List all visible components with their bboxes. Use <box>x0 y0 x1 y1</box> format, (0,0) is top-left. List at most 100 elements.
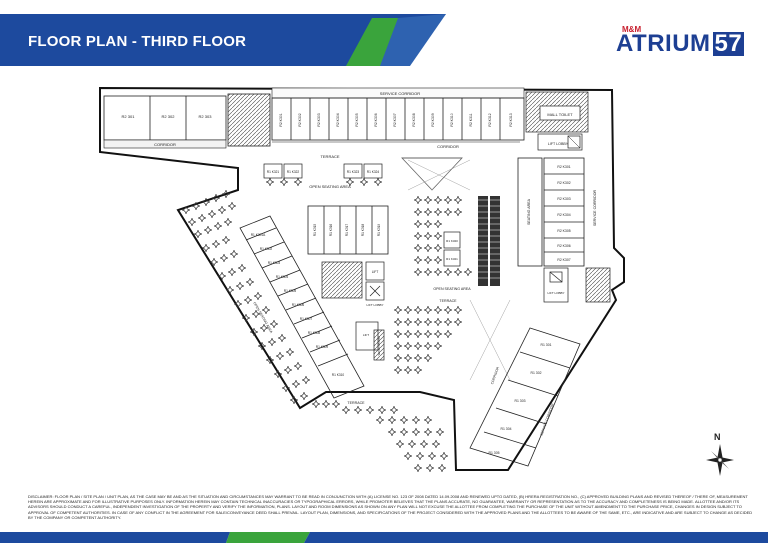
bottom-units <box>469 327 581 467</box>
unit-r1-301: R1 301 <box>541 343 552 347</box>
open-seating-1-label: OPEN SEATING AREA <box>309 184 351 189</box>
unit-r1-k306: R1 K306 <box>292 303 305 307</box>
terrace-kiosk-boxes <box>263 163 383 179</box>
left-core <box>321 261 385 361</box>
kiosk-r1-k324-terrace: R1 K324 <box>367 170 380 174</box>
corridor-left-label: CORRIDOR <box>154 142 176 147</box>
corridor-left-strip <box>103 139 227 149</box>
header-graphic <box>0 14 446 66</box>
unit-right-r2-k307: R2 K307 <box>557 258 570 262</box>
unit-r2-k302: R2 K302 <box>298 113 302 126</box>
unit-r2-302: R2 302 <box>162 114 176 119</box>
footer-band <box>0 532 768 543</box>
unit-r1-k301a: R1 K301A <box>251 233 266 237</box>
unit-r2-k312: R2 K312 <box>488 113 492 126</box>
unit-r2-k311: R2 K311 <box>469 113 473 126</box>
unit-right-r2-k303: R2 K303 <box>557 197 570 201</box>
building-outline <box>99 86 625 471</box>
unit-right-r2-k304: R2 K304 <box>557 213 570 217</box>
unit-r2-k305: R2 K305 <box>355 113 359 126</box>
lift-lobby-2-label: LIFT LOBBY <box>548 291 565 295</box>
floor-plan: R2 301 R2 302 R2 303 CORRIDOR SERVICE CO… <box>99 86 625 473</box>
lift-1-shaft <box>567 135 581 149</box>
lift-2-label: LIFT <box>372 270 379 274</box>
center-kiosk-labels: R1 K315 R1 K316 R1 K317 R1 K318 R1 K319 <box>313 224 381 237</box>
small-unit-labels: R2 K301 R2 K302 R2 K303 R2 K304 R2 K305 … <box>279 113 513 126</box>
kiosk-r1-k321-terrace: R1 K321 <box>267 170 280 174</box>
unit-r2-303: R2 303 <box>199 114 213 119</box>
unit-r2-k313: R2 K313 <box>509 113 513 126</box>
footer-blue-left <box>0 532 230 543</box>
right-unit-labels: R2 K301 R2 K302 R2 K303 R2 K304 R2 K305 … <box>557 165 570 262</box>
lift-1-x <box>567 135 581 149</box>
kiosk-r1-k318: R1 K318 <box>361 224 365 237</box>
footer-green <box>226 532 310 543</box>
lift-lobby-1-label: LIFT LOBBY <box>548 142 569 146</box>
top-units-block <box>103 93 271 147</box>
logo-brand: M&M <box>622 25 642 34</box>
header-blue-stripe <box>380 14 446 66</box>
kiosk-r1-k316: R1 K316 <box>329 224 333 237</box>
unit-r1-302: R1 302 <box>531 371 542 375</box>
center-kiosk-block <box>307 205 389 255</box>
seating-tables <box>181 177 473 473</box>
toilet-block <box>525 91 589 151</box>
unit-r1-k309: R1 K309 <box>316 345 329 349</box>
unit-r2-k303: R2 K303 <box>317 113 321 126</box>
unit-r1-k308: R1 K308 <box>308 331 321 335</box>
lift-3-label: LIFT <box>363 333 369 337</box>
unit-r2-301: R2 301 <box>122 114 136 119</box>
center-side-kiosks <box>443 231 461 267</box>
unit-r2-k309: R2 K309 <box>431 113 435 126</box>
unit-r1-k310: R1 K310 <box>332 373 345 377</box>
unit-right-r2-k306: R2 K306 <box>557 244 570 248</box>
kiosk-r1-k320: R1 K320 <box>446 239 458 243</box>
corridor-bottom-label: CORRIDOR <box>490 366 500 385</box>
kiosk-r1-k315: R1 K315 <box>313 224 317 237</box>
unit-r1-k307: R1 K307 <box>300 317 313 321</box>
void-diag-2 <box>431 157 463 191</box>
footer-blue-right <box>304 532 768 543</box>
diagonal-units <box>239 215 365 399</box>
unit-r1-303: R1 303 <box>515 399 526 403</box>
kiosk-r1-k319: R1 K319 <box>377 224 381 237</box>
unit-r2-k310: R2 K310 <box>450 113 454 126</box>
unit-right-r2-k301: R2 K301 <box>557 165 570 169</box>
unit-r1-k303: R1 K303 <box>268 261 281 265</box>
terrace-top-label: TERRACE <box>320 154 339 159</box>
compass-label: N <box>714 432 721 442</box>
compass-icon <box>706 444 734 476</box>
small-units-row <box>271 97 525 141</box>
header-blue-band <box>0 14 446 66</box>
bottom-unit-labels: R1 301 R1 302 R1 303 R1 304 R1 305 <box>489 343 552 455</box>
mall-toilet-label: MALL TOILET <box>547 112 573 117</box>
page-title: FLOOR PLAN - THIRD FLOOR <box>28 33 247 50</box>
lift-lobby-3-label: LIFT LOBBY <box>367 303 384 307</box>
unit-r1-304: R1 304 <box>501 427 512 431</box>
unit-r1-305: R1 305 <box>489 451 500 455</box>
terrace-bottom-label: TERRACE <box>347 401 365 405</box>
kiosk-r1-k323-terrace: R1 K323 <box>347 170 360 174</box>
unit-r2-k306: R2 K306 <box>374 113 378 126</box>
unit-r1-k305: R1 K305 <box>284 289 297 293</box>
diagonal-unit-labels: R1 K301A R1 K302 R1 K303 R1 K304 R1 K305… <box>251 233 345 377</box>
void-diag-1 <box>401 157 433 191</box>
corridor-mid-label: CORRIDOR <box>437 144 459 149</box>
right-units-block <box>517 157 585 267</box>
service-corridor-top-label: SERVICE CORRIDOR <box>380 91 420 96</box>
logo-number: 57 <box>712 30 745 57</box>
kiosk-r1-k317: R1 K317 <box>345 224 349 237</box>
unit-right-r2-k305: R2 K305 <box>557 229 570 233</box>
unit-r2-k304: R2 K304 <box>336 113 340 126</box>
void-x-marks <box>407 159 511 381</box>
void-triangle <box>401 157 463 191</box>
open-seating-diag-label: OPEN SEATING AREA <box>252 301 273 334</box>
lift-lobby-right <box>543 267 611 303</box>
washroom-label: WASH ROOM <box>377 336 381 356</box>
seating-area-label: SEATING AREA <box>527 198 531 225</box>
disclaimer-text: DISCLAIMER: FLOOR PLAN / SITE PLAN / UNI… <box>28 494 753 520</box>
terrace-center-label: TERRACE <box>439 299 457 303</box>
logo-name: ATRIUM <box>616 30 711 57</box>
